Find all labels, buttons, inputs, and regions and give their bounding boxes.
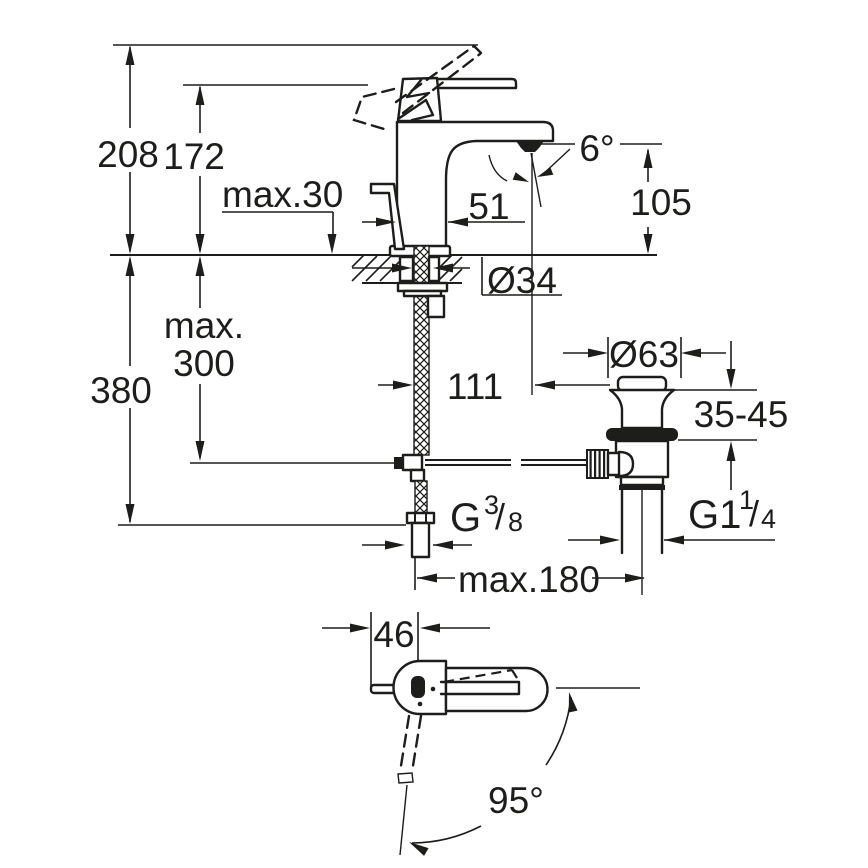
dim-waste-thread-g: G1 [688, 493, 741, 537]
swivel-range-dashed [397, 714, 423, 856]
dim-supply-thread-den: 8 [508, 507, 523, 537]
dim-hose-max-value: 300 [173, 343, 235, 384]
deck-hatching [351, 254, 463, 282]
waste-neck [608, 388, 676, 430]
knob-connector [606, 451, 621, 477]
faucet-body [395, 120, 555, 251]
supply-tube [410, 521, 431, 559]
waste-collar [619, 475, 665, 487]
dimension-arrowheads [125, 45, 736, 856]
popup-waste-assembly [586, 375, 678, 555]
waste-band [619, 485, 665, 490]
dim-supply-thread-g: G [450, 496, 481, 540]
faucet-side-view [352, 44, 555, 258]
waste-body [614, 439, 670, 479]
dim-body-width: 46 [373, 614, 414, 655]
cartridge-dot [411, 676, 425, 698]
dim-waste-range: 35-45 [694, 394, 789, 435]
under-deck-assembly [394, 245, 589, 559]
faucet-top-view [369, 659, 549, 856]
rod-fitting [401, 453, 424, 472]
dim-max-mounting: max.30 [222, 174, 343, 215]
dim-handle-height: 172 [163, 136, 225, 177]
dimension-labels: 208 172 max.30 max. 300 380 51 6° 105 Ø3… [90, 128, 788, 821]
dim-below-total: 380 [90, 370, 152, 411]
rod-end-cap [394, 457, 403, 469]
dim-hole-diameter: Ø34 [487, 260, 557, 301]
dim-spout-height: 105 [630, 182, 692, 223]
dim-waste-thread-den: 4 [761, 504, 776, 534]
dim-supply-thread-slash: / [495, 496, 505, 537]
popup-rod [425, 459, 589, 466]
dim-supply-thread-num: 3 [484, 490, 499, 520]
hose-lower-braid [414, 480, 428, 514]
mounting-nut [426, 294, 446, 319]
handle-raised-dashed [352, 44, 483, 131]
supply-hose-braided [413, 245, 430, 456]
dim-total-height: 208 [97, 134, 159, 175]
top-lever-dashed [443, 668, 518, 684]
rod-fitting-tab [409, 468, 426, 483]
washer-lip [402, 289, 443, 298]
lever-handle [430, 77, 518, 90]
dim-swivel-angle: 95° [488, 780, 544, 821]
dim-body-depth: 51 [468, 186, 509, 227]
adjuster-knob [586, 449, 609, 479]
dim-spout-reach: 111 [447, 366, 503, 407]
aerator [516, 141, 544, 152]
dim-rod-distance: max.180 [458, 559, 600, 600]
dim-waste-diameter: Ø63 [609, 334, 679, 375]
dim-hose-max-word: max. [164, 305, 244, 346]
top-lever-slot [439, 680, 521, 696]
dim-waste-thread-slash: / [749, 493, 759, 534]
waste-flange [606, 428, 678, 441]
dim-waste-thread-num: 1 [739, 485, 754, 515]
lift-rod [369, 182, 406, 251]
tailpipe [620, 488, 664, 555]
top-lever-barrel [444, 666, 549, 713]
supply-nut [405, 511, 436, 525]
dim-spray-angle: 6° [579, 128, 614, 169]
